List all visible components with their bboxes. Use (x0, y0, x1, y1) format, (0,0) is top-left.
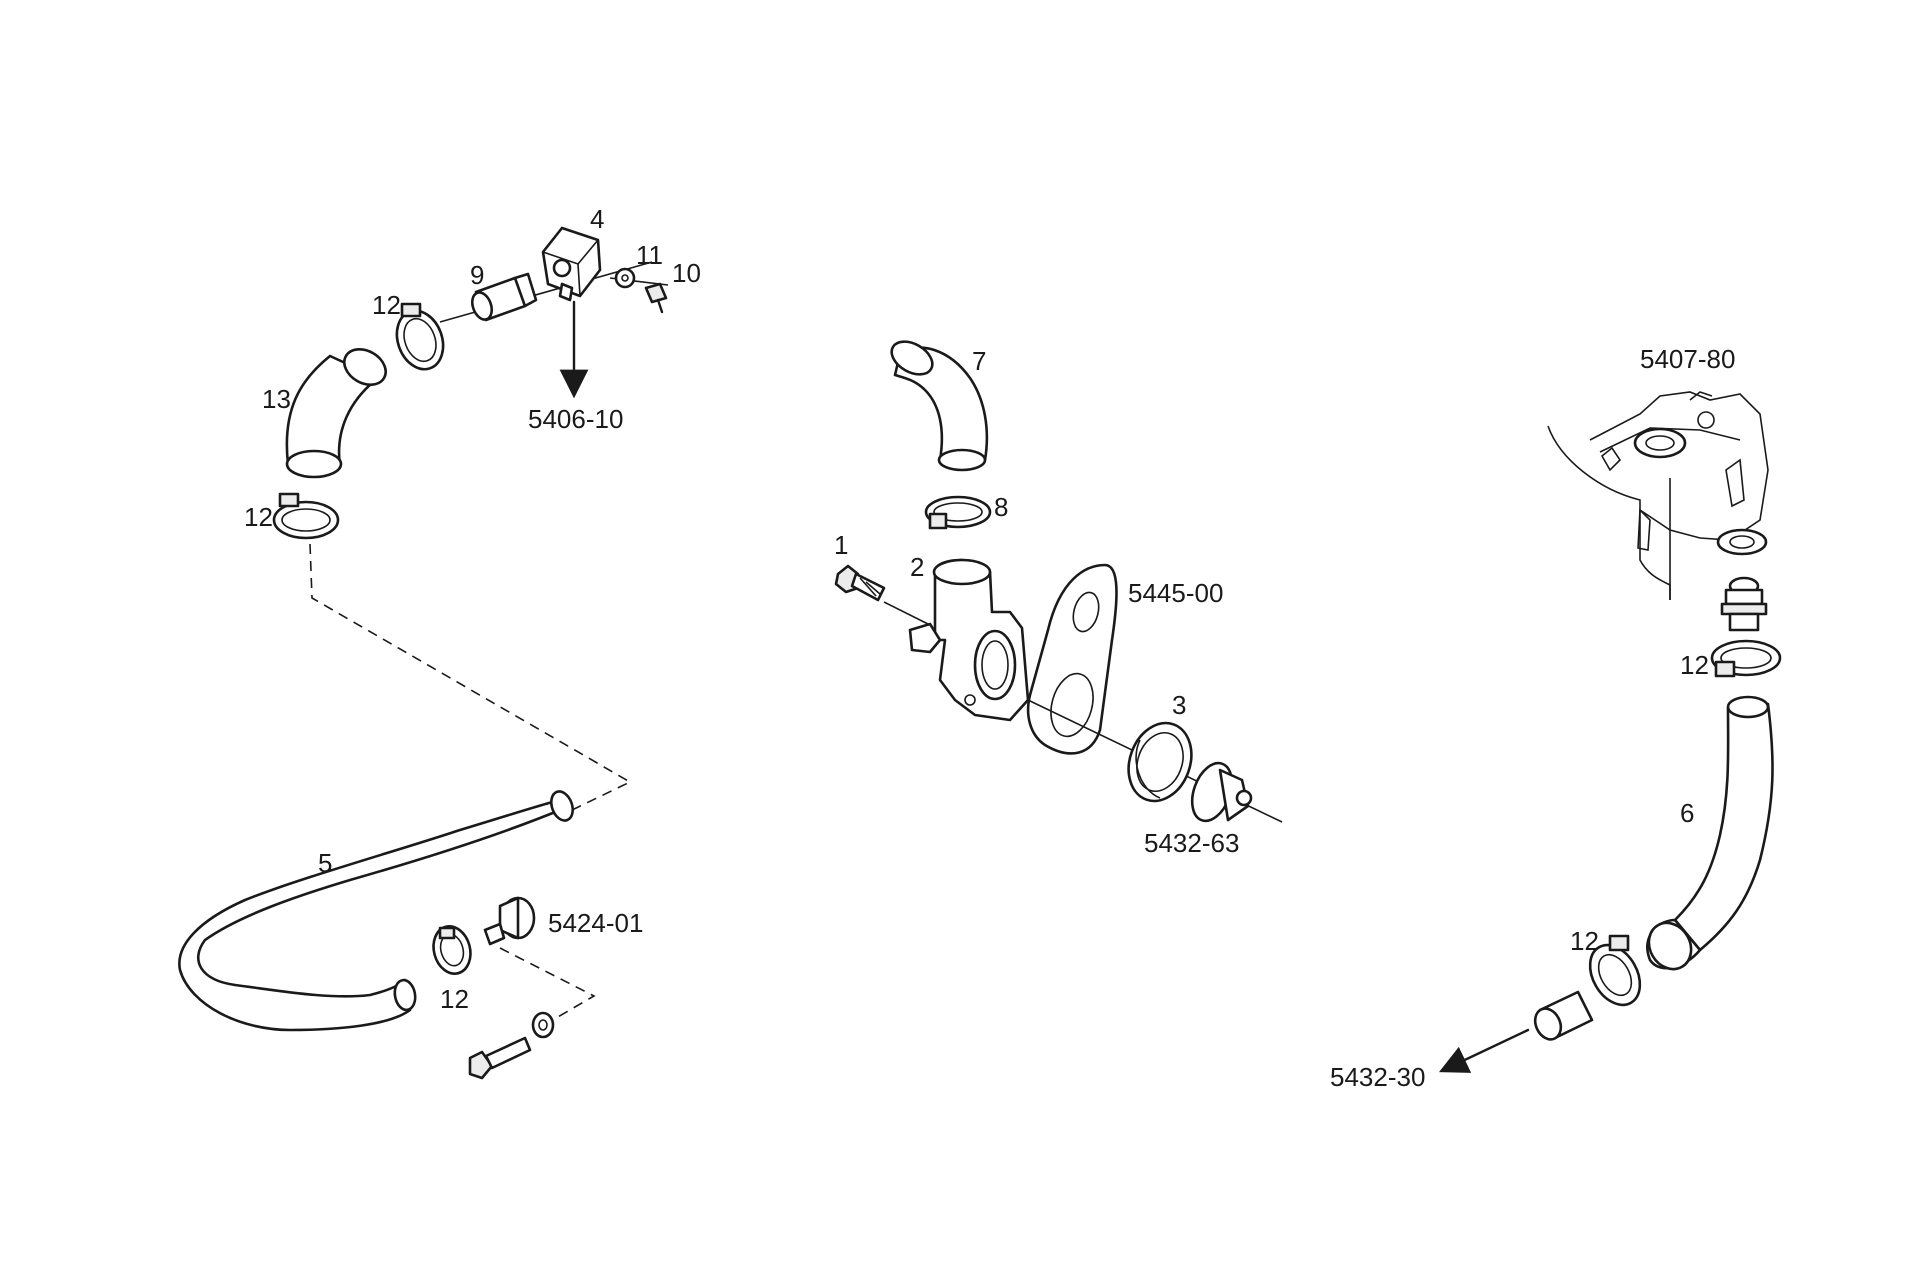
callout-1: 1 (834, 530, 848, 560)
part-12-clamp-right-lower (1588, 934, 1642, 1007)
part-5407-80-engine-housing (1547, 391, 1769, 600)
reference-5445-00: 5445-00 (1128, 578, 1223, 608)
assembly-line-bolt-1 (883, 601, 931, 626)
part-13-elbow-hose (285, 348, 387, 479)
part-1-bolt (834, 564, 886, 602)
part-7-bent-hose (890, 340, 989, 472)
callout-13: 13 (262, 384, 291, 414)
left-assembly (178, 226, 669, 1080)
callout-6: 6 (1680, 798, 1694, 828)
callout-11: 11 (636, 240, 663, 270)
arrow-to-5432-30 (1438, 1028, 1530, 1073)
right-assembly (1438, 391, 1782, 1073)
callout-5: 5 (318, 848, 332, 878)
center-assembly (834, 340, 1283, 823)
part-8-clamp (924, 495, 992, 530)
callout-12-left-lower: 12 (244, 502, 273, 532)
part-5424-01-banjo-fitting (483, 896, 536, 946)
part-5-long-hose (178, 790, 575, 1032)
callout-2: 2 (910, 552, 924, 582)
reference-5407-80: 5407-80 (1640, 344, 1735, 374)
part-9-nipple (470, 272, 538, 322)
part-5432-63-thermostat (1190, 761, 1253, 823)
reference-5432-30: 5432-30 (1330, 1062, 1425, 1092)
callout-3: 3 (1172, 690, 1186, 720)
reference-5432-63: 5432-63 (1144, 828, 1239, 858)
reference-5406-10: 5406-10 (528, 404, 623, 434)
dashed-connection-left (309, 543, 632, 811)
callout-9: 9 (470, 260, 484, 290)
part-union-nipple-upper (1720, 576, 1768, 632)
part-bolt (468, 1036, 532, 1080)
callout-10: 10 (672, 258, 701, 288)
part-11-washer (614, 267, 636, 289)
part-6-hose (1646, 695, 1774, 971)
callout-8: 8 (994, 492, 1008, 522)
callout-7: 7 (972, 346, 986, 376)
callout-12-right-lower: 12 (1570, 926, 1599, 956)
part-5445-00-gasket (1026, 563, 1118, 755)
callout-12-bottom: 12 (440, 984, 469, 1014)
reference-5424-01: 5424-01 (548, 908, 643, 938)
callout-12-right-upper: 12 (1680, 650, 1709, 680)
callout-12-upper: 12 (372, 290, 401, 320)
callout-4: 4 (590, 204, 604, 234)
part-10-screw (644, 282, 668, 314)
part-12-clamp-right-upper (1710, 639, 1782, 678)
dashed-connection-bolt (499, 947, 596, 1019)
part-12-clamp-bottom (432, 925, 472, 975)
part-washer-small (531, 1011, 555, 1039)
part-4-block (541, 226, 602, 302)
part-12-clamp-left-lower (272, 492, 340, 540)
part-3-seal-ring (1127, 721, 1193, 803)
part-2-thermostat-housing (908, 558, 1030, 722)
part-flat-washer (1716, 528, 1768, 556)
part-union-nipple-lower (1533, 990, 1594, 1041)
part-12-clamp-upper (395, 302, 445, 371)
